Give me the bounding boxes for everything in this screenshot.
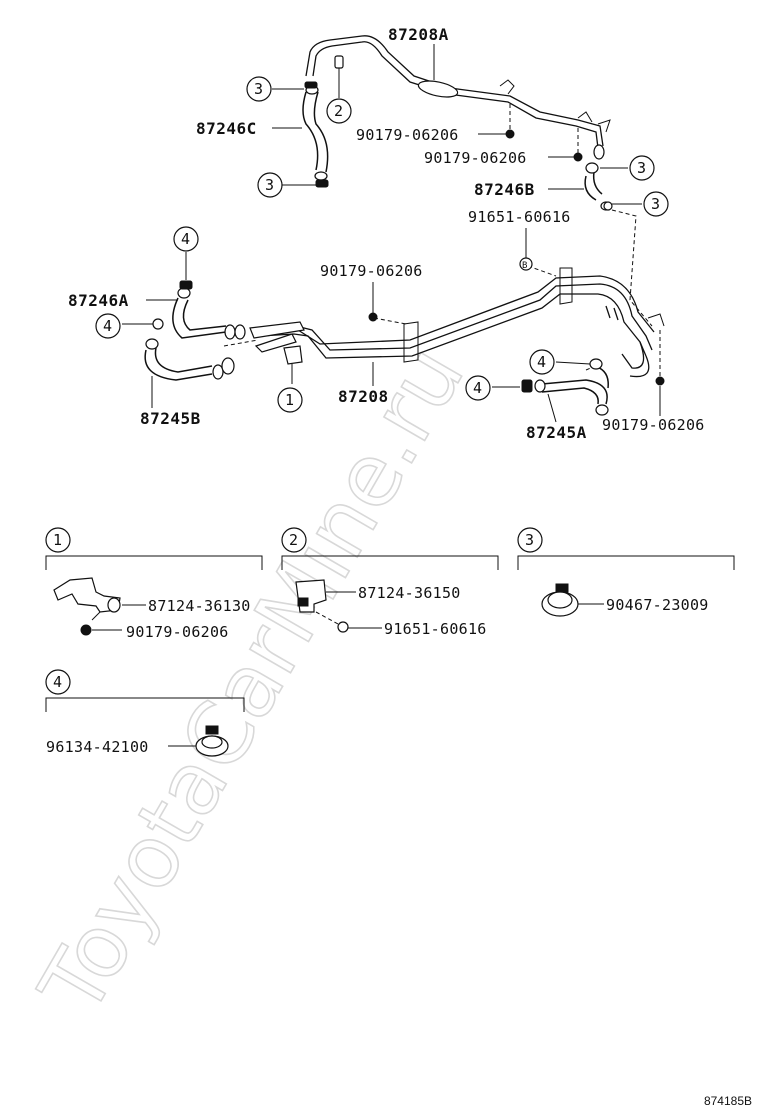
label-87246A: 87246A [68,291,129,310]
detail-1-part-b: 90179-06206 [126,623,229,641]
callout-4a: 4 [181,230,190,248]
clip-near-87246A [249,321,305,353]
bolt-91651: B [519,257,533,271]
detail-2: 2 87124-36150 91651-60616 [281,527,499,638]
figure-code: 874185B [703,1094,752,1108]
nut-90179-a [505,129,515,139]
hose-87246C [302,81,329,188]
detail-2-part-b: 91651-60616 [384,620,487,638]
label-87208: 87208 [338,387,389,406]
label-90179-c: 90179-06206 [320,262,423,280]
detail-1-part-a: 87124-36130 [148,597,251,615]
part-labels: 87208A 87246C 90179-06206 90179-06206 87… [68,25,705,442]
nut-90179-b [573,152,583,162]
hose-87245A [521,358,609,416]
callout-3b: 3 [265,176,274,194]
callout-2: 2 [334,102,343,120]
nut-90179-d [655,376,665,386]
detail-1: 1 87124-36130 90179-06206 [45,527,263,641]
hose-87245B [144,338,235,381]
clamp-3-right [603,201,613,211]
detail-4-num: 4 [53,673,62,691]
callout-4d: 4 [473,379,482,397]
callout-3d: 3 [651,195,660,213]
pipe-87208A [305,35,605,160]
hose-87246A [172,280,246,340]
detail-3-num: 3 [525,531,534,549]
grommet-2 [334,55,344,96]
bolt-mark: B [522,261,527,271]
detail-4: 4 96134-42100 [45,669,245,757]
detail-4-part-a: 96134-42100 [46,738,149,756]
leader-lines [122,44,661,423]
callout-3c: 3 [637,159,646,177]
label-87246C: 87246C [196,119,257,138]
callout-4b: 4 [103,317,112,335]
callout-4c: 4 [537,353,546,371]
brackets-lower [403,267,665,363]
label-87245A: 87245A [526,423,587,442]
label-90179-b: 90179-06206 [424,149,527,167]
detail-3: 3 90467-23009 [517,527,735,617]
label-87245B: 87245B [140,409,201,428]
clamp-4-left [152,318,164,330]
label-90179-a: 90179-06206 [356,126,459,144]
nut-90179-c [368,312,378,322]
callout-1: 1 [285,391,294,409]
bracket-upper-right [499,79,611,133]
label-90179-d: 90179-06206 [602,416,705,434]
callouts: 3 2 3 3 3 4 4 1 4 4 [95,76,669,413]
pipe-87208 [257,275,655,378]
bracket-1 [283,345,303,384]
label-87208A: 87208A [388,25,449,44]
label-91651: 91651-60616 [468,208,571,226]
detail-2-part-a: 87124-36150 [358,584,461,602]
detail-1-num: 1 [53,531,62,549]
detail-3-part-a: 90467-23009 [606,596,709,614]
label-87246B: 87246B [474,180,535,199]
callout-3a: 3 [254,80,263,98]
detail-2-num: 2 [289,531,298,549]
